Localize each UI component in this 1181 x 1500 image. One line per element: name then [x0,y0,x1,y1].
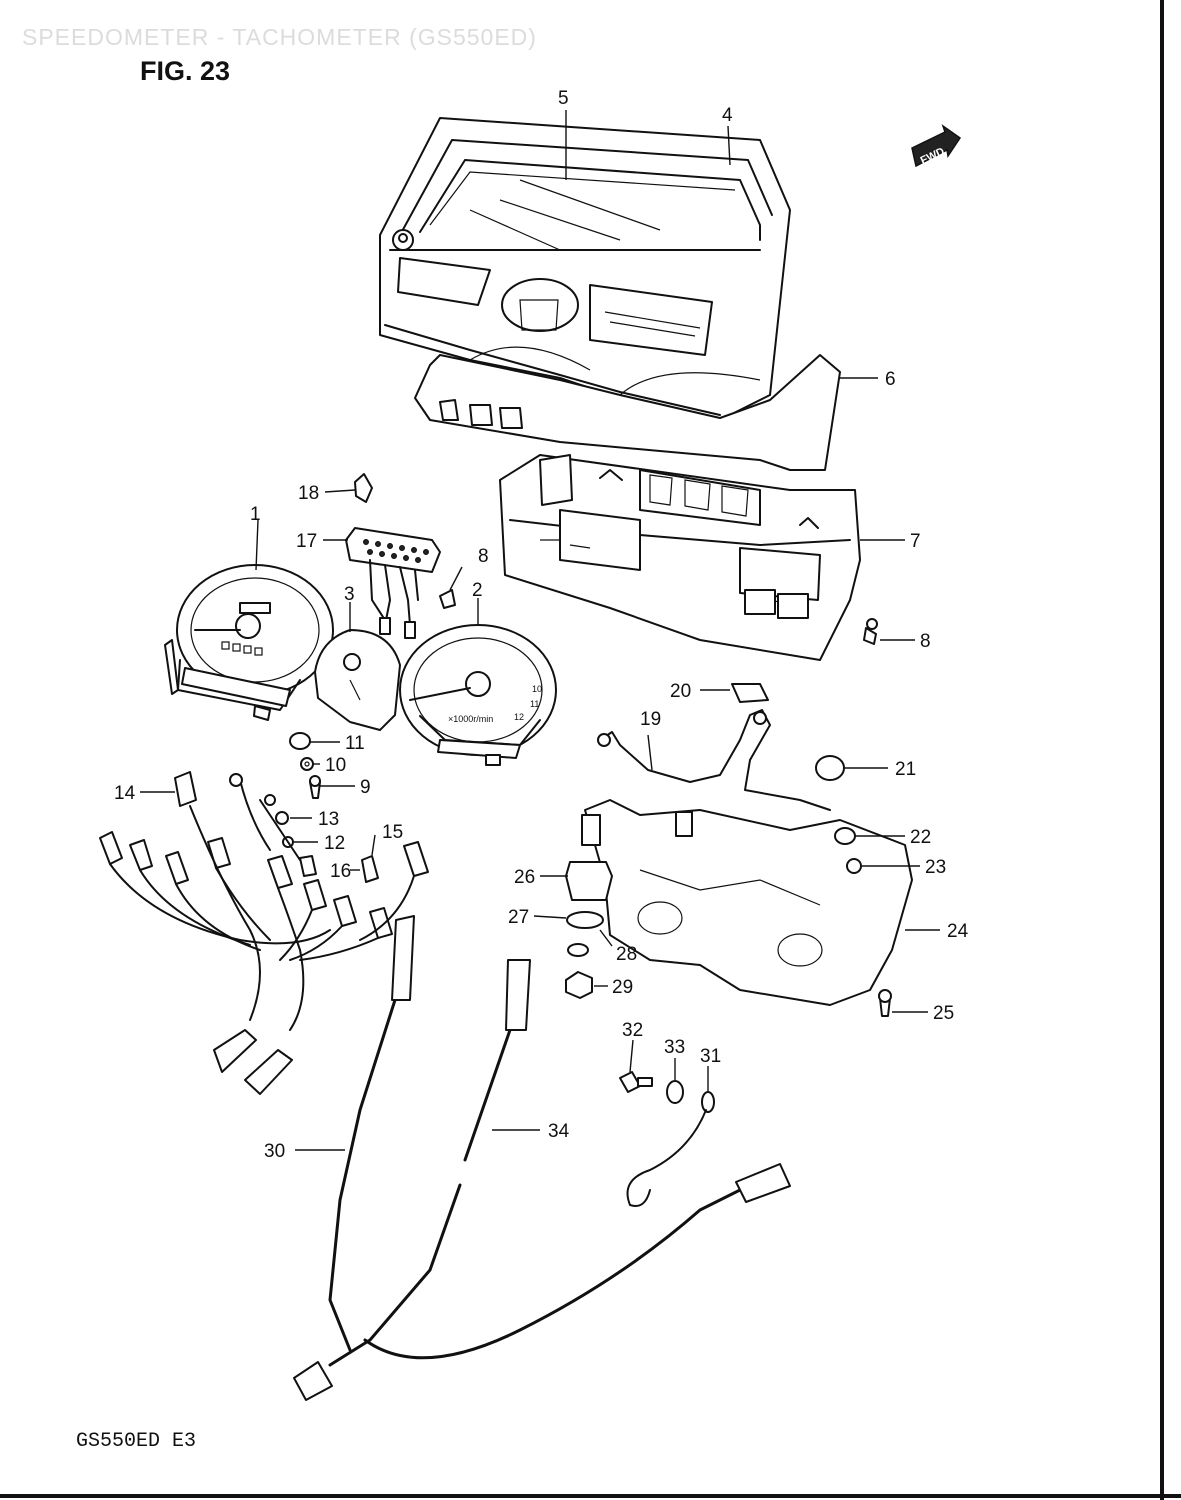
callout-33: 33 [664,1037,685,1058]
callout-31: 31 [700,1046,721,1067]
tachometer: ×1000r/min 10 11 12 [399,624,557,766]
callout-24: 24 [947,921,969,942]
callout-3: 3 [344,584,355,605]
callout-30: 30 [264,1141,285,1162]
callout-29: 29 [612,977,633,998]
wiring-harness [99,771,429,1095]
speedometer [164,564,334,721]
callout-8-upper: 8 [478,546,489,567]
bulb-15 [361,855,379,883]
small-gauge [314,629,401,731]
cable-clip-31 [626,1091,715,1207]
callout-28: 28 [616,944,637,965]
washer-10 [300,757,314,771]
diagram-header: SPEEDOMETER - TACHOMETER (GS550ED) [22,24,537,50]
grommet-21 [815,755,845,781]
meter-gasket [414,346,841,471]
callout-20: 20 [670,681,691,702]
washer-33 [666,1080,684,1104]
callout-12: 12 [324,833,345,854]
callout-27: 27 [508,907,529,928]
bolt-32 [619,1071,653,1093]
tach-tick-10: 10 [532,684,542,694]
meter-housing [499,454,861,661]
callout-23: 23 [925,857,946,878]
callout-5: 5 [558,88,569,109]
washer-22 [834,827,856,845]
cushion-11 [289,732,311,750]
page-border-right [1160,0,1164,1500]
tach-cable [363,1163,791,1360]
callout-19: 19 [640,709,661,730]
callout-7: 7 [910,531,921,552]
page-border-bottom [0,1494,1181,1498]
grommet-20 [731,683,769,703]
screw-9 [309,775,321,799]
callout-14: 14 [114,783,136,804]
tach-tick-12: 12 [514,712,524,722]
callout-11: 11 [345,733,365,754]
callout-16: 16 [330,861,351,882]
screw-8b [863,618,878,645]
callout-26: 26 [514,867,535,888]
screw-25 [878,989,892,1017]
meter-lower-cover [584,799,913,1006]
cushion-stack [565,814,613,999]
callout-15: 15 [382,822,403,843]
callout-22: 22 [910,827,931,848]
callout-32: 32 [622,1020,643,1041]
callout-6: 6 [885,369,896,390]
callout-10: 10 [325,755,346,776]
model-code: GS550ED E3 [76,1430,197,1453]
callout-1: 1 [250,504,261,525]
figure-label: FIG. 23 [140,56,231,86]
callout-17: 17 [296,531,317,552]
washer-13 [275,811,289,825]
meter-bracket [597,709,831,811]
callout-18: 18 [298,483,319,504]
callout-13: 13 [318,809,339,830]
speedo-cable [293,915,531,1401]
callout-2: 2 [472,580,483,601]
tach-unit-label: ×1000r/min [448,714,493,724]
callout-25: 25 [933,1003,954,1024]
fwd-arrow-icon: FWD [911,124,962,168]
callout-8-lower: 8 [920,631,931,652]
meter-case-cover [379,117,791,421]
callout-34: 34 [548,1121,570,1142]
callout-4: 4 [722,105,733,126]
screw-8a [439,589,456,609]
callouts: 5 4 6 18 17 8 7 1 3 2 8 20 19 1 [114,88,969,1162]
callout-21: 21 [895,759,916,780]
callout-9: 9 [360,777,371,798]
indicator-panel [345,527,441,639]
nut-23 [846,858,862,874]
tach-tick-11: 11 [530,699,539,709]
bulb-16 [299,855,317,877]
pilot-bulb [354,473,373,503]
